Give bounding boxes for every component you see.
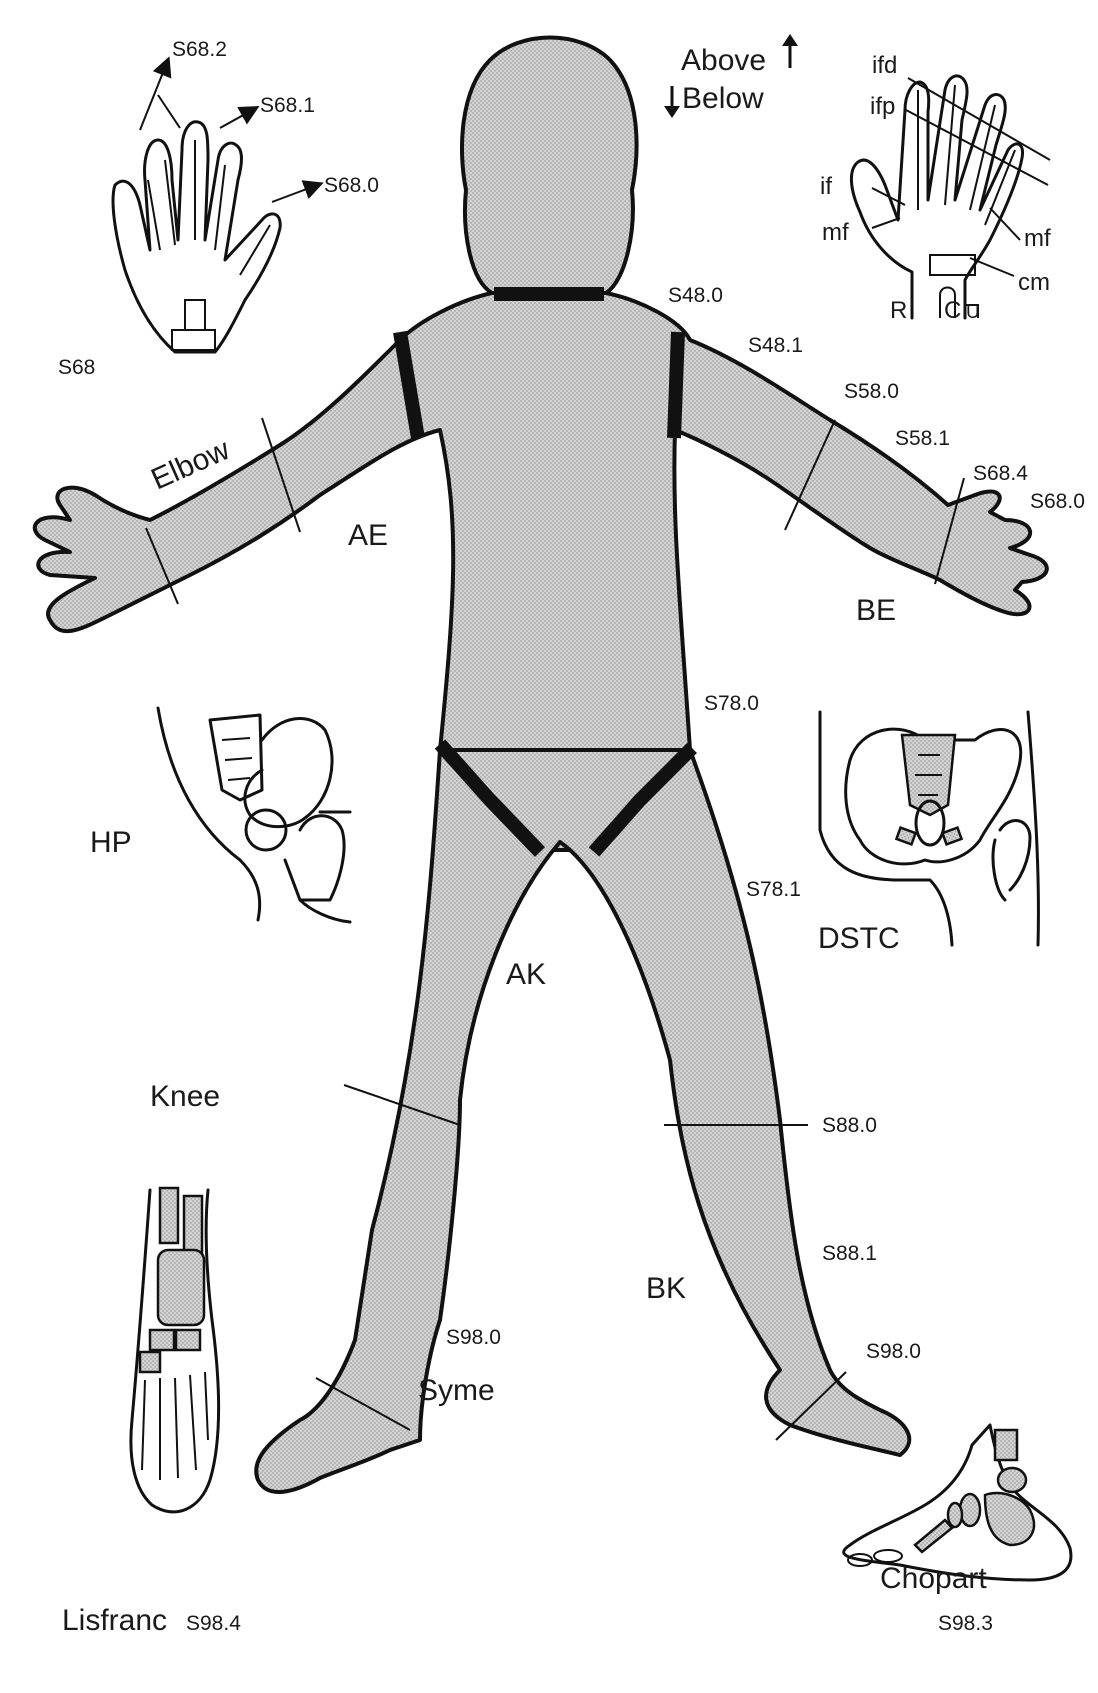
lisfranc-label: Lisfranc [62,1604,167,1637]
s58-0-label: S58.0 [844,380,899,403]
mf-right-label: mf [1024,225,1051,252]
hip-sketch [158,708,350,922]
dstc-label: DSTC [818,922,900,955]
s98-4-label: S98.4 [186,1612,241,1635]
be-label: BE [856,594,896,627]
ak-label: AK [506,958,546,991]
ifp-label: ifp [870,93,895,120]
s68-1-label: S68.1 [260,94,315,117]
u-label: U [966,302,980,323]
c-label: C [944,297,961,324]
s48-0-label: S48.0 [668,284,723,307]
s78-1-label: S78.1 [746,878,801,901]
if-label: if [820,173,832,200]
s68-0-hand-label: S68.0 [324,174,379,197]
s88-1-label: S88.1 [822,1242,877,1265]
s48-1-label: S48.1 [748,334,803,357]
r-label: R [890,297,907,324]
pelvis-sketch [820,712,1038,945]
knee-label: Knee [150,1080,220,1113]
arrow-up-icon [782,34,798,68]
mf-left-label: mf [822,219,849,246]
s98-3-label: S98.3 [938,1612,993,1635]
ae-label: AE [348,519,388,552]
bk-label: BK [646,1272,686,1305]
below-label: Below [682,82,764,115]
s58-1-label: S58.1 [895,427,950,450]
s68-4-label: S68.4 [973,462,1028,485]
legs [256,750,909,1492]
chopart-label: Chopart [880,1562,987,1595]
s88-0-label: S88.0 [822,1114,877,1137]
right-shoulder-band [674,332,678,438]
s98-0-right-label: S98.0 [866,1340,921,1363]
s68-2-label: S68.2 [172,38,227,61]
ifd-label: ifd [872,52,897,79]
s68-label: S68 [58,356,95,379]
syme-label: Syme [418,1374,495,1407]
cm-label: cm [1018,269,1050,296]
s98-0-left-label: S98.0 [446,1326,501,1349]
arrow-down-icon [664,86,680,118]
s78-0-label: S78.0 [704,692,759,715]
lisfranc-foot-sketch [131,1188,219,1512]
head [462,38,637,294]
hp-label: HP [90,826,132,859]
above-label: Above [681,44,766,77]
s68-0-arm-label: S68.0 [1030,490,1085,513]
